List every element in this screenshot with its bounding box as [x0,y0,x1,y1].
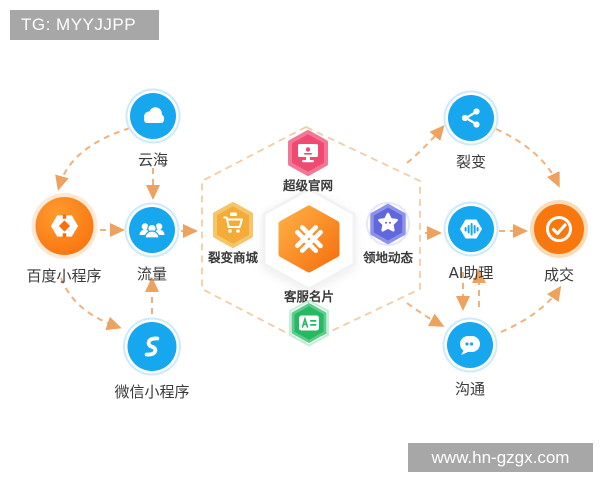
node-label: AI助理 [448,264,494,282]
node-label: 流量 [136,265,167,283]
node-label: 云海 [137,151,168,169]
arrow-platform-to-fission [406,124,445,164]
check-icon [534,204,584,254]
module-label-territory-feed: 领地动态 [362,250,414,265]
arrow-baidu-to-wechat [60,277,122,331]
node-label: 成交 [543,266,574,284]
node-wechat-mini-program: 微信小程序 [114,322,190,402]
telegram-tag-banner: TG: MYYJJPP [10,10,159,40]
watermark-url: www.hn-gzgx.com [408,443,593,472]
node-traffic: 流量 [129,207,175,284]
node-baidu-mini-program: 百度小程序 [26,197,102,286]
node-fission: 裂变 [448,95,494,172]
wechat-mini-program-icon [127,322,177,371]
node-label: 裂变 [455,153,486,171]
arrow-cloud-to-baidu [55,127,131,191]
module-label-fission-mall: 裂变商城 [207,250,259,265]
arrow-fission-to-deal [495,128,560,188]
baidu-smart-program-icon [34,197,93,255]
node-deal: 成交 [534,204,584,285]
cart-icon [211,201,255,249]
cloud-icon [130,93,176,139]
node-label: 百度小程序 [26,267,102,285]
node-ai-assistant: AI助理 [448,206,494,283]
monitor-icon [286,129,330,177]
node-label: 沟通 [454,380,485,398]
node-cloud-sea: 云海 [130,93,176,170]
users-icon [129,207,175,253]
module-label-super-website: 超级官网 [282,178,334,193]
share-icon [448,95,494,141]
node-communication: 沟通 [447,322,493,399]
arrow-platform-to-communication [406,302,445,327]
module-label-service-card: 客服名片 [283,289,335,304]
arrow-communication-to-deal [500,285,562,333]
chat-bubble-icon [447,322,493,368]
voice-hexagon-icon [448,206,494,252]
star-icon [366,200,410,248]
id-card-icon [287,299,331,347]
flow-arrows [55,124,562,333]
node-label: 微信小程序 [114,383,190,401]
x-logo-icon [278,205,340,273]
